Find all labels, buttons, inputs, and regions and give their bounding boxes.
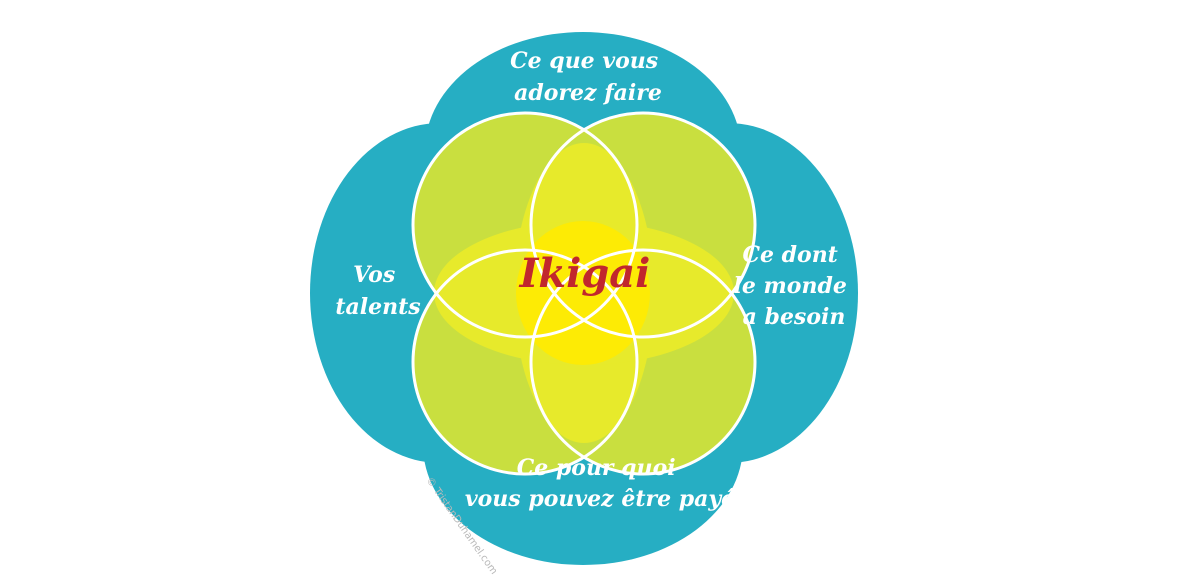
outline-top-left	[411, 111, 639, 339]
label-right: Ce dont le monde a besoin	[733, 242, 854, 330]
label-top: Ce que vous adorez faire	[510, 48, 666, 106]
label-left-line-2: talents	[335, 294, 420, 320]
label-bottom-line-2: vous pouvez être payé	[465, 486, 735, 512]
label-right-line-1: Ce dont	[742, 242, 837, 268]
label-top-line-1: Ce que vous	[510, 48, 658, 74]
label-bottom: Ce pour quoi vous pouvez être payé	[465, 455, 735, 512]
label-bottom-line-1: Ce pour quoi	[517, 455, 676, 481]
label-top-line-2: adorez faire	[514, 80, 662, 106]
outline-bottom-right	[529, 248, 757, 476]
outline-bottom-left	[411, 248, 639, 476]
label-left-line-1: Vos	[353, 262, 395, 288]
outline-top-right	[529, 111, 757, 339]
center-label: Ikigai	[519, 250, 651, 297]
outlines	[411, 111, 757, 476]
label-left: Vos talents	[335, 262, 420, 320]
center-region	[516, 221, 650, 365]
label-right-line-2: le monde	[733, 273, 846, 299]
label-right-line-3: a besoin	[743, 304, 846, 330]
